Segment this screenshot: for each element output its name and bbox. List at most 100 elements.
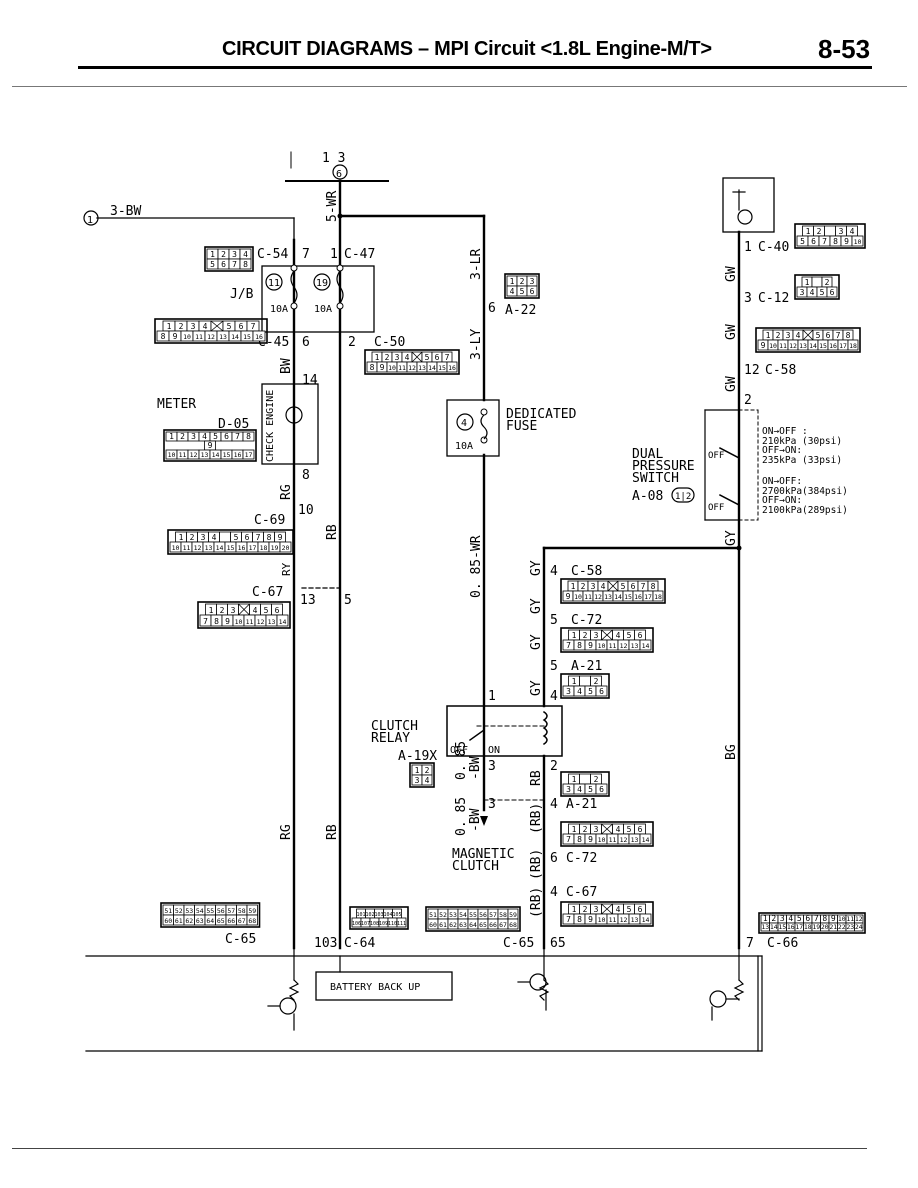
ded-fuse-amp: 10A [455,441,473,452]
connector-face-outline [794,274,840,300]
pin-6a: 6 [302,335,310,350]
connector-pin-number: 6 [599,687,604,696]
connector-pin-number: 3 [780,914,785,923]
wire-rb-upper: RB [325,524,340,540]
connector-pin-number: 103 [374,912,383,918]
spec-line: ON→OFF : [762,426,808,437]
connector-pin-number: 16 [234,451,242,459]
connector-pin-number: 2 [825,278,830,287]
wire-gy-5: GY [724,530,739,546]
connector-pin-number: 14 [216,544,224,552]
connector-pin-number: 59 [248,907,256,915]
connector-pin-number: 2 [180,432,185,441]
connector-pin-number: 1 [572,905,577,914]
connector-pin-number: 6 [805,914,810,923]
clutch-label-1: MAGNETIC [452,847,515,862]
pin-6c: 6 [550,851,558,866]
connector-cell [595,685,608,697]
connector-pin-number: 17 [644,593,652,601]
connector-c64: C-64 [344,936,375,951]
connector-pin-number: 8 [846,331,851,340]
connector-pin-number: 51 [429,911,437,919]
connector-pin-number: 68 [509,921,517,929]
connector-pin-number: 12 [594,593,602,601]
connector-pin-number: 1 [210,250,215,259]
wire-rg-lower: RG [279,824,294,840]
jb-amp-1: 10A [270,304,288,315]
connector-pin-number: 66 [489,921,497,929]
connector-pin-number: 1 [572,775,577,784]
connector-pin-number: 7 [566,915,571,924]
connector-a22: A-22 [505,303,536,318]
connector-pin-number: 9 [844,237,849,246]
top-label: 1 3 [322,151,345,166]
connector-pin-number: 12 [257,618,265,626]
connector-c47: C-47 [344,247,375,262]
connector-pin-number: 6 [638,631,643,640]
connector-pin-number: 4 [212,533,217,542]
connector-pin-number: 62 [185,917,193,925]
connector-pin-number: 15 [227,544,235,552]
wire-gw-3: GW [724,376,739,392]
connector-pin-number: 57 [227,907,235,915]
connector-pin-number: 9 [566,592,571,601]
jb-fuse-11: 11 [268,278,280,289]
connector-pin-number: 18 [804,923,812,931]
dual-switch-badge: 1|2 [675,492,691,502]
connector-pin-number: 67 [238,917,246,925]
connector-pin-number: 2 [520,277,525,286]
meter-title: METER [157,397,196,412]
connector-pin-number: 11 [846,915,854,923]
battery-backup-label: BATTERY BACK UP [330,982,420,993]
connector-pin-number: 9 [380,363,385,372]
connector-pin-number: 1 [167,322,172,331]
connector-pin-number: 4 [616,631,621,640]
connector-pin-number: 12 [190,451,198,459]
connector-pin-number: 1 [179,533,184,542]
connector-pin-number: 6 [435,353,440,362]
connector-pin-number: 13 [799,342,807,350]
connector-pin-number: 53 [185,907,193,915]
connector-pin-number: 111 [397,921,406,927]
relay-off: OFF [450,745,468,756]
connector-pin-number: 10 [598,642,606,650]
connector-face-outline [204,246,254,272]
wire-rb-paren-1: (RB) [529,803,544,834]
connector-pin-number: 11 [398,364,406,372]
connector-pin-number: 106 [352,921,361,927]
connector-pin-number: 4 [253,606,258,615]
connector-face-outline [167,529,294,555]
connector-pin-number: 9 [225,617,230,626]
connector-pin-number: 6 [599,785,604,794]
wire-rg-upper: RG [279,484,294,500]
connector-pin-number: 7 [566,641,571,650]
connector-pin-number: 10 [172,544,180,552]
wire-085bw-1: 0. 85 [454,741,469,780]
connector-pin-number: 4 [577,785,582,794]
wire-gy-2: GY [529,598,544,614]
connector-pin-number: 13 [631,642,639,650]
page-title: CIRCUIT DIAGRAMS – MPI Circuit <1.8L Eng… [222,38,712,60]
connector-pin-number: 3 [800,288,805,297]
connector-pin-number: 5 [213,432,218,441]
connector-pin-number: 10 [183,333,191,341]
connector-pin-number: 1 [169,432,174,441]
connector-pin-number: 15 [624,593,632,601]
connector-pin-number: 6 [245,533,250,542]
connector-c65b: C-65 [503,936,534,951]
connector-pin-number: 7 [836,331,841,340]
connector-pin-number: 14 [212,451,220,459]
connector-pin-number: 3 [594,825,599,834]
connector-pin-number: 5 [800,237,805,246]
connector-cell [811,276,823,288]
connector-pin-number: 13 [268,618,276,626]
connector-pin-number: 5 [588,785,593,794]
connector-face-outline [560,821,654,847]
wire-gy-1: GY [529,560,544,576]
connector-pin-number: 3 [594,905,599,914]
connector-pin-number: 3 [786,331,791,340]
